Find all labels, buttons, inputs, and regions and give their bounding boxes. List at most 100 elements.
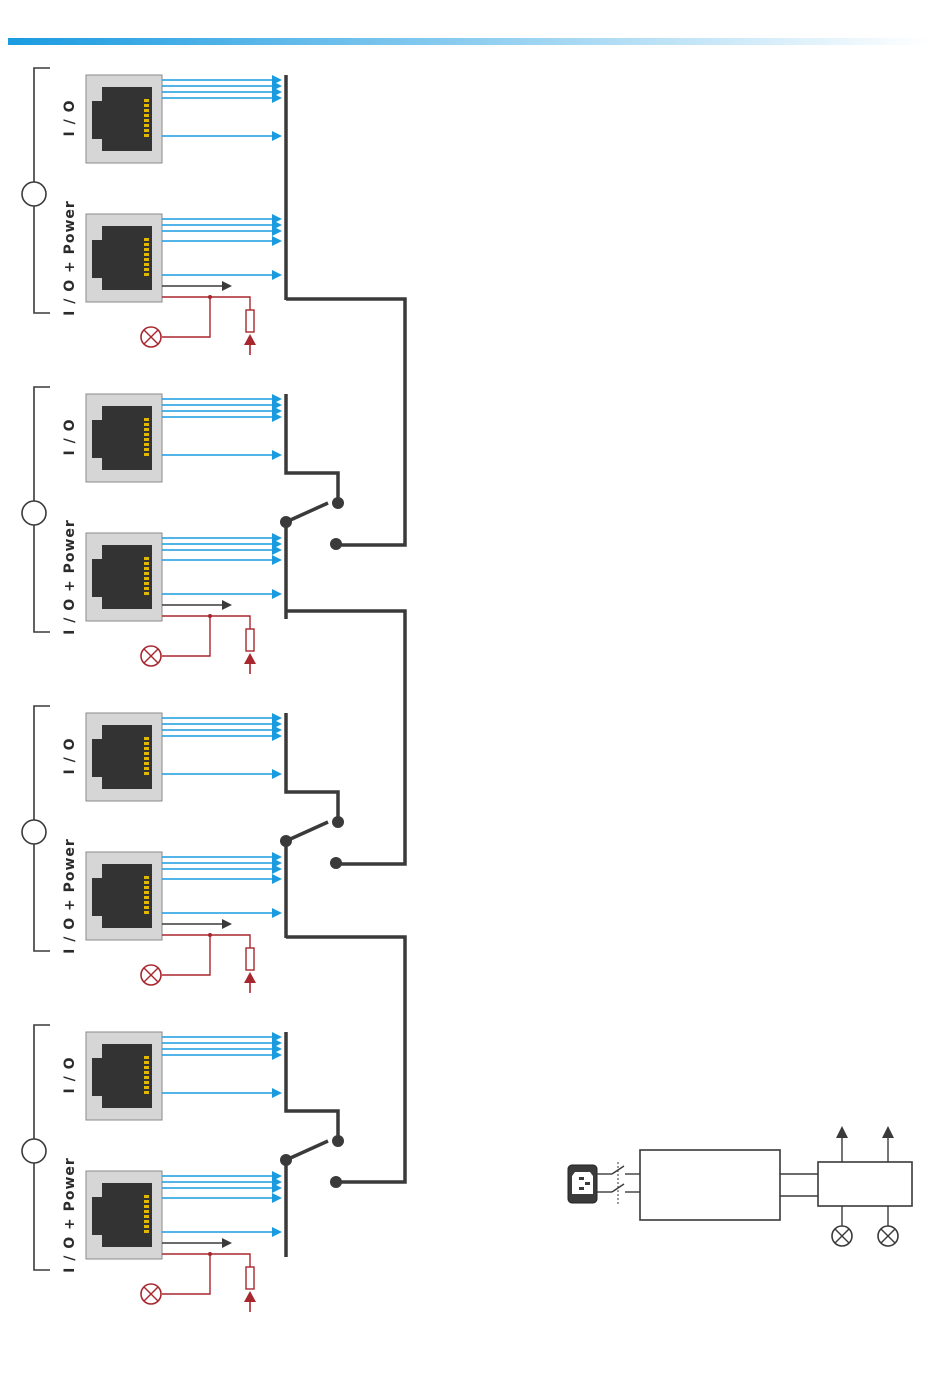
jack-pin <box>144 1086 149 1089</box>
jack-pin <box>144 906 149 909</box>
signal-arrow <box>162 1183 282 1193</box>
signal-arrow <box>162 1044 282 1054</box>
relay-switch-arm <box>286 822 328 841</box>
iec-power-inlet-icon <box>568 1165 597 1203</box>
jack-pin <box>144 104 149 107</box>
jack-pin <box>144 567 149 570</box>
jack-pin <box>144 124 149 127</box>
jack-pin <box>144 901 149 904</box>
jack-pin <box>144 1195 149 1198</box>
jack-pin <box>144 577 149 580</box>
return-loop-2 <box>286 611 405 864</box>
jack-pin <box>144 129 149 132</box>
signal-arrow <box>162 1171 282 1181</box>
junction-dot <box>208 614 212 618</box>
signal-arrow <box>162 874 282 884</box>
resistor-icon <box>246 629 254 651</box>
power-wire <box>162 935 250 948</box>
signal-arrow <box>162 87 282 97</box>
relay-contact-wire <box>286 791 338 822</box>
signal-arrow <box>162 214 282 224</box>
junction-dot <box>208 1252 212 1256</box>
signal-arrow <box>162 908 282 918</box>
jack-pin <box>144 592 149 595</box>
signal-arrow <box>162 545 282 555</box>
output-arrow-icon <box>882 1126 894 1162</box>
lamp-wire <box>162 297 210 337</box>
jack-pin <box>144 562 149 565</box>
jack-pin <box>144 876 149 879</box>
relay-contact-wire <box>286 1110 338 1141</box>
signal-arrow <box>162 270 282 280</box>
jack-pin <box>144 747 149 750</box>
signal-arrow <box>162 555 282 565</box>
jack-pin <box>144 1076 149 1079</box>
signal-arrow <box>162 539 282 549</box>
jack-pin <box>144 587 149 590</box>
jack-pin <box>144 99 149 102</box>
power-out-arrow <box>162 281 232 291</box>
signal-arrow <box>162 864 282 874</box>
signal-arrow <box>162 394 282 404</box>
power-supply-box <box>640 1150 780 1220</box>
jack-pin <box>144 428 149 431</box>
port-label-io-power: I / O + Power <box>62 200 78 316</box>
return-loop-3 <box>286 937 405 1182</box>
jack-pin <box>144 1071 149 1074</box>
jack-pin <box>144 1091 149 1094</box>
power-out-arrow <box>162 1238 232 1248</box>
jack-pin <box>144 737 149 740</box>
jack-pin <box>144 1210 149 1213</box>
signal-arrow <box>162 1050 282 1060</box>
jack-pin <box>144 253 149 256</box>
signal-arrow <box>162 533 282 543</box>
port-label-io-power: I / O + Power <box>62 519 78 635</box>
jack-pin <box>144 886 149 889</box>
rj45-jack-icon <box>86 713 162 801</box>
port-label-io-power: I / O + Power <box>62 838 78 954</box>
output-arrow-icon <box>836 1126 848 1162</box>
jack-pin <box>144 1061 149 1064</box>
lamp-wire <box>162 1254 210 1294</box>
jack-pin <box>144 896 149 899</box>
lamp-wire <box>162 616 210 656</box>
signal-arrow <box>162 236 282 246</box>
header-gradient-bar <box>8 38 930 45</box>
feed-arrow-icon <box>244 334 256 345</box>
jack-pin <box>144 767 149 770</box>
port-group-4: I / OI / O + Power <box>22 1025 344 1312</box>
signal-arrow <box>162 725 282 735</box>
return-loop-1 <box>286 299 405 545</box>
jack-pin <box>144 582 149 585</box>
rj45-jack-icon <box>86 75 162 163</box>
jack-pin <box>144 438 149 441</box>
lamp-wire <box>162 935 210 975</box>
indicator-lamp-icon <box>141 965 161 985</box>
jack-pin <box>144 243 149 246</box>
group-node-circle <box>22 820 46 844</box>
rj45-jack-icon <box>86 852 162 940</box>
power-supply-section <box>568 1126 912 1246</box>
signal-arrow <box>162 1038 282 1048</box>
jack-pin <box>144 742 149 745</box>
jack-pin <box>144 1230 149 1233</box>
relay-contact-top <box>332 816 344 828</box>
jack-pin <box>144 109 149 112</box>
signal-arrow <box>162 226 282 236</box>
indicator-lamp-icon <box>141 327 161 347</box>
jack-pin <box>144 258 149 261</box>
group-node-circle <box>22 501 46 525</box>
jack-pin <box>144 891 149 894</box>
indicator-lamp-icon <box>141 646 161 666</box>
jack-pin <box>144 448 149 451</box>
signal-arrow <box>162 719 282 729</box>
port-group-3: I / OI / O + Power <box>22 706 344 993</box>
double-pole-switch-icon <box>597 1162 640 1206</box>
jack-pin <box>144 1215 149 1218</box>
rj45-jack-icon <box>86 1032 162 1120</box>
junction-dot <box>208 295 212 299</box>
port-label-io-power: I / O + Power <box>62 1157 78 1273</box>
port-group-1: I / OI / O + Power <box>22 68 286 355</box>
